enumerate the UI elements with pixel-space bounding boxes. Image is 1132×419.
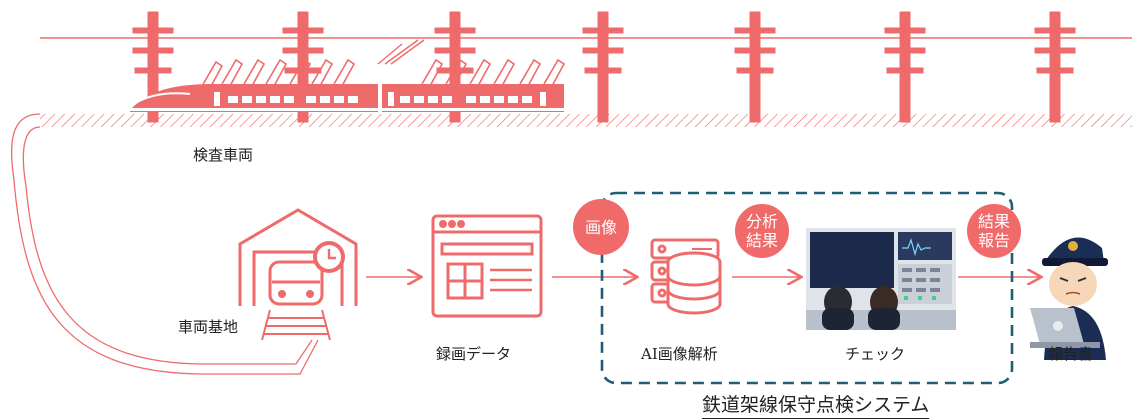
ai-analysis-label: AI画像解析 xyxy=(641,345,718,363)
utility-pole-icon xyxy=(734,11,776,123)
result-report-bubble: 結果報告 xyxy=(967,204,1021,258)
analysis-result-bubble: 分析結果 xyxy=(735,204,789,258)
clock-icon xyxy=(313,241,345,273)
analysis-result-text: 分析結果 xyxy=(745,212,778,250)
check-label: チェック xyxy=(845,345,906,363)
depot-label: 車両基地 xyxy=(178,318,239,336)
server-icon xyxy=(650,238,722,315)
inspection-vehicle-label: 検査車両 xyxy=(193,146,254,164)
utility-pole-icon xyxy=(884,11,926,123)
track-ground xyxy=(40,114,1132,127)
control-room-icon xyxy=(806,228,956,330)
laptop-icon xyxy=(1030,308,1100,348)
utility-pole-icon xyxy=(582,11,624,123)
image-bubble: 画像 xyxy=(573,199,629,255)
report-label: 報告書 xyxy=(1048,345,1094,363)
recorded-data-label: 録画データ xyxy=(436,345,512,363)
train-icon xyxy=(130,84,564,112)
inspection-cameras xyxy=(201,58,566,89)
track-curve xyxy=(11,113,319,375)
utility-poles xyxy=(132,11,1076,123)
system-boundary xyxy=(600,191,1014,385)
utility-pole-icon xyxy=(1034,11,1076,123)
track-curve-inner xyxy=(22,126,313,365)
pantograph xyxy=(377,39,425,65)
browser-window-icon xyxy=(431,214,543,318)
system-title: 鉄道架線保守点検システム xyxy=(702,390,930,419)
depot-icon xyxy=(238,208,358,341)
result-report-text: 結果報告 xyxy=(977,212,1010,250)
